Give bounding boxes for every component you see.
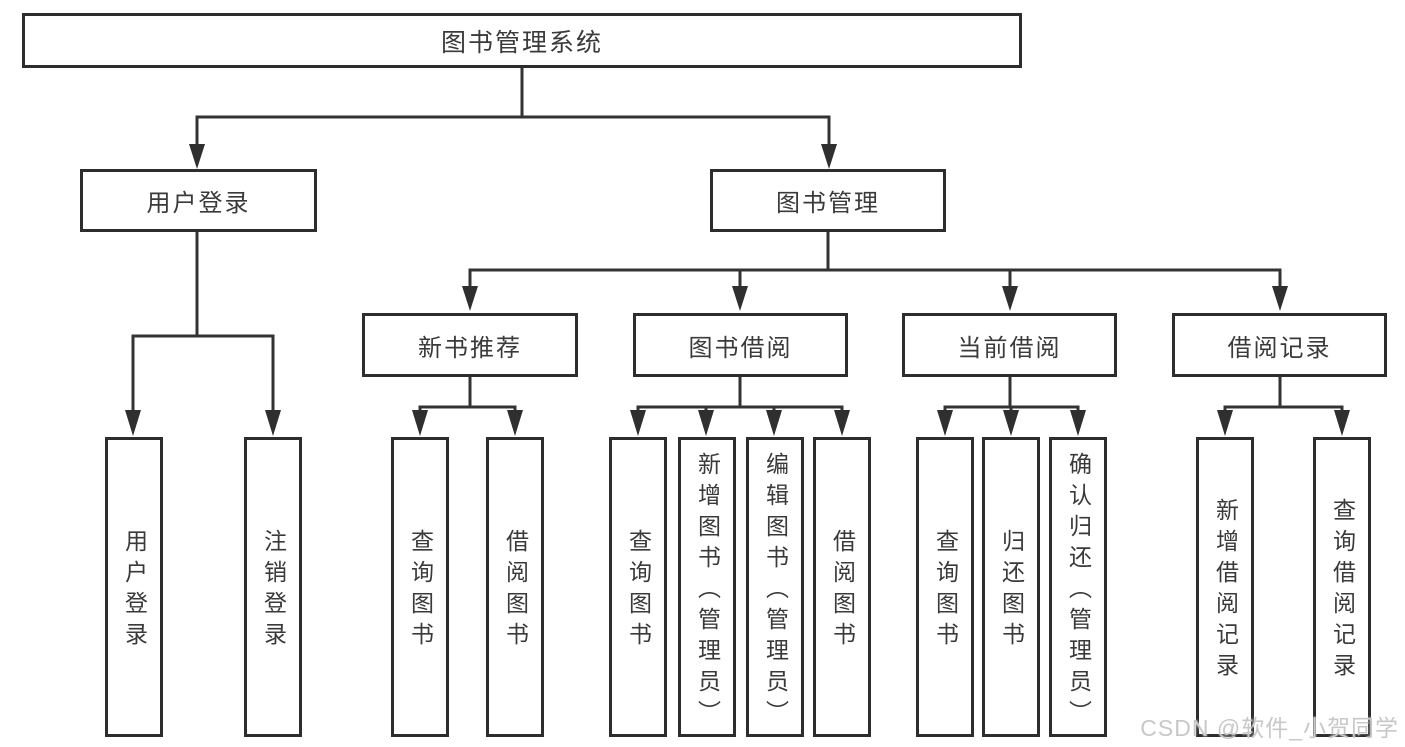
leaf-bb-add-books-admin: 新增图书（管理员） (678, 437, 736, 737)
leaf-cb-query-books: 查询图书 (916, 437, 974, 737)
leaf-logout-label: 注销登录 (260, 529, 287, 653)
leaf-cb-return-books-label: 归还图书 (998, 529, 1025, 653)
leaf-bb-add-books-admin-label: 新增图书（管理员） (694, 451, 721, 731)
node-root: 图书管理系统 (22, 13, 1022, 68)
node-new-book-recommend: 新书推荐 (362, 313, 578, 377)
leaf-bb-query-books: 查询图书 (609, 437, 667, 737)
node-user-login: 用户登录 (80, 169, 317, 232)
leaf-br-query-record-label: 查询借阅记录 (1329, 498, 1356, 684)
node-current-borrowing-label: 当前借阅 (957, 334, 1062, 362)
leaf-user-login: 用户登录 (105, 437, 163, 737)
node-user-login-label: 用户登录 (146, 190, 251, 217)
leaf-nb-query-books-label: 查询图书 (407, 529, 434, 653)
leaf-cb-query-books-label: 查询图书 (932, 529, 959, 653)
leaf-cb-confirm-return-admin: 确认归还（管理员） (1049, 437, 1107, 737)
leaf-user-login-label: 用户登录 (121, 529, 148, 653)
node-borrowing-records-label: 借阅记录 (1227, 334, 1332, 362)
node-book-borrowing: 图书借阅 (633, 313, 848, 377)
leaf-bb-query-books-label: 查询图书 (625, 529, 652, 653)
leaf-cb-confirm-return-admin-label: 确认归还（管理员） (1065, 451, 1092, 731)
node-book-management-label: 图书管理 (776, 190, 880, 217)
leaf-logout: 注销登录 (244, 437, 302, 737)
watermark: CSDN @软件_小贺同学 (1140, 715, 1399, 741)
leaf-bb-edit-books-admin: 编辑图书（管理员） (746, 437, 804, 737)
leaf-br-add-record: 新增借阅记录 (1196, 437, 1254, 737)
leaf-bb-edit-books-admin-label: 编辑图书（管理员） (762, 451, 789, 731)
leaf-bb-borrow-books: 借阅图书 (813, 437, 871, 737)
node-current-borrowing: 当前借阅 (902, 313, 1117, 377)
node-new-book-recommend-label: 新书推荐 (418, 334, 522, 362)
node-book-management: 图书管理 (710, 169, 946, 232)
leaf-br-query-record: 查询借阅记录 (1313, 437, 1371, 737)
leaf-nb-borrow-books-label: 借阅图书 (502, 529, 529, 653)
leaf-bb-borrow-books-label: 借阅图书 (829, 529, 856, 653)
node-root-label: 图书管理系统 (440, 28, 603, 57)
leaf-cb-return-books: 归还图书 (982, 437, 1040, 737)
node-book-borrowing-label: 图书借阅 (688, 334, 793, 362)
node-borrowing-records: 借阅记录 (1172, 313, 1387, 377)
leaf-br-add-record-label: 新增借阅记录 (1212, 498, 1239, 684)
leaf-nb-borrow-books: 借阅图书 (486, 437, 544, 737)
leaf-nb-query-books: 查询图书 (391, 437, 449, 737)
